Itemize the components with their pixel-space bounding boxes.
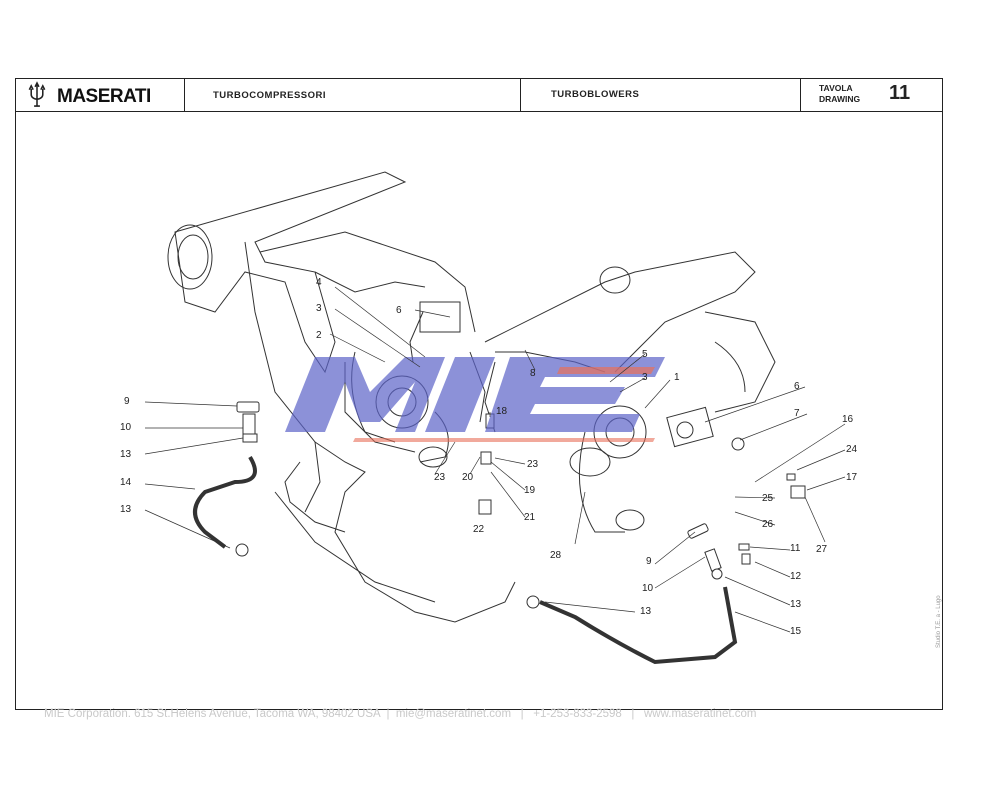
callout-12: 12 <box>790 571 802 582</box>
callout-8: 8 <box>530 368 536 379</box>
callout-7: 7 <box>794 408 800 419</box>
callout-15: 15 <box>790 626 802 637</box>
callout-28: 28 <box>550 550 562 561</box>
callout-16: 16 <box>842 414 854 425</box>
callout-9-right: 9 <box>646 556 652 567</box>
callout-14: 14 <box>120 477 132 488</box>
callout-20: 20 <box>462 472 474 483</box>
callout-6-right: 6 <box>794 381 800 392</box>
maserati-trident-icon <box>28 81 46 107</box>
footer-contact: MIE Corporation. 615 St.Helens Avenue, T… <box>44 708 756 720</box>
callout-13: 13 <box>120 449 132 460</box>
footer-phone: +1-253-833-2598 <box>533 708 622 720</box>
studio-credit: Studio T.E. a - Lugo <box>936 595 942 648</box>
callout-22: 22 <box>473 524 485 535</box>
brand-cell: MASERATI <box>15 78 185 111</box>
callout-23-right: 23 <box>527 459 539 470</box>
title-block: MASERATI TURBOCOMPRESSORI TURBOBLOWERS T… <box>15 78 943 112</box>
callout-2: 2 <box>316 330 322 341</box>
footer-website: www.maseratinet.com <box>643 708 757 720</box>
title-english: TURBOBLOWERS <box>551 89 640 100</box>
callout-11: 11 <box>790 543 801 554</box>
callout-19: 19 <box>524 485 536 496</box>
callout-9: 9 <box>124 396 130 407</box>
callout-21: 21 <box>524 512 536 523</box>
title-it-cell: TURBOCOMPRESSORI <box>185 78 521 111</box>
callout-23: 23 <box>434 472 446 483</box>
callout-10: 10 <box>120 422 132 433</box>
callout-3: 3 <box>316 303 322 314</box>
footer-separator: | <box>386 708 390 720</box>
drawing-label: DRAWING <box>819 94 861 104</box>
footer-separator: | <box>520 708 524 720</box>
callout-27: 27 <box>816 544 828 555</box>
tavola-label: TAVOLA <box>819 83 853 93</box>
title-en-cell: TURBOBLOWERS <box>521 78 801 111</box>
callout-13-pipe: 13 <box>640 606 652 617</box>
drawing-number: 11 <box>889 82 911 104</box>
callout-1: 1 <box>674 372 680 383</box>
footer-email: mie@maseratinet.com <box>395 708 512 720</box>
turbocharger-right <box>569 405 745 533</box>
callout-5: 5 <box>642 349 648 360</box>
callout-17: 17 <box>846 472 858 483</box>
fittings <box>235 401 806 609</box>
callout-3-right: 3 <box>642 372 648 383</box>
callout-13-lower: 13 <box>120 504 132 515</box>
brand-logo: MASERATI <box>57 86 151 107</box>
callout-25: 25 <box>762 493 774 504</box>
callout-26: 26 <box>762 519 774 530</box>
callout-4: 4 <box>316 277 322 288</box>
oil-pipes <box>193 455 738 665</box>
footer-separator: | <box>631 708 635 720</box>
title-italian: TURBOCOMPRESSORI <box>213 90 327 101</box>
footer-company: MIE Corporation. 615 St.Helens Avenue, T… <box>44 708 381 720</box>
callout-6: 6 <box>396 305 402 316</box>
callout-10-right: 10 <box>642 583 654 594</box>
watermark <box>285 357 665 442</box>
exploded-diagram <box>144 171 846 665</box>
drawing-frame <box>15 78 943 710</box>
leader-lines <box>144 286 846 633</box>
callout-13-right: 13 <box>790 599 802 610</box>
callout-18: 18 <box>496 406 508 417</box>
drawing-number-cell: TAVOLA DRAWING 11 <box>801 78 943 111</box>
callout-24: 24 <box>846 444 858 455</box>
